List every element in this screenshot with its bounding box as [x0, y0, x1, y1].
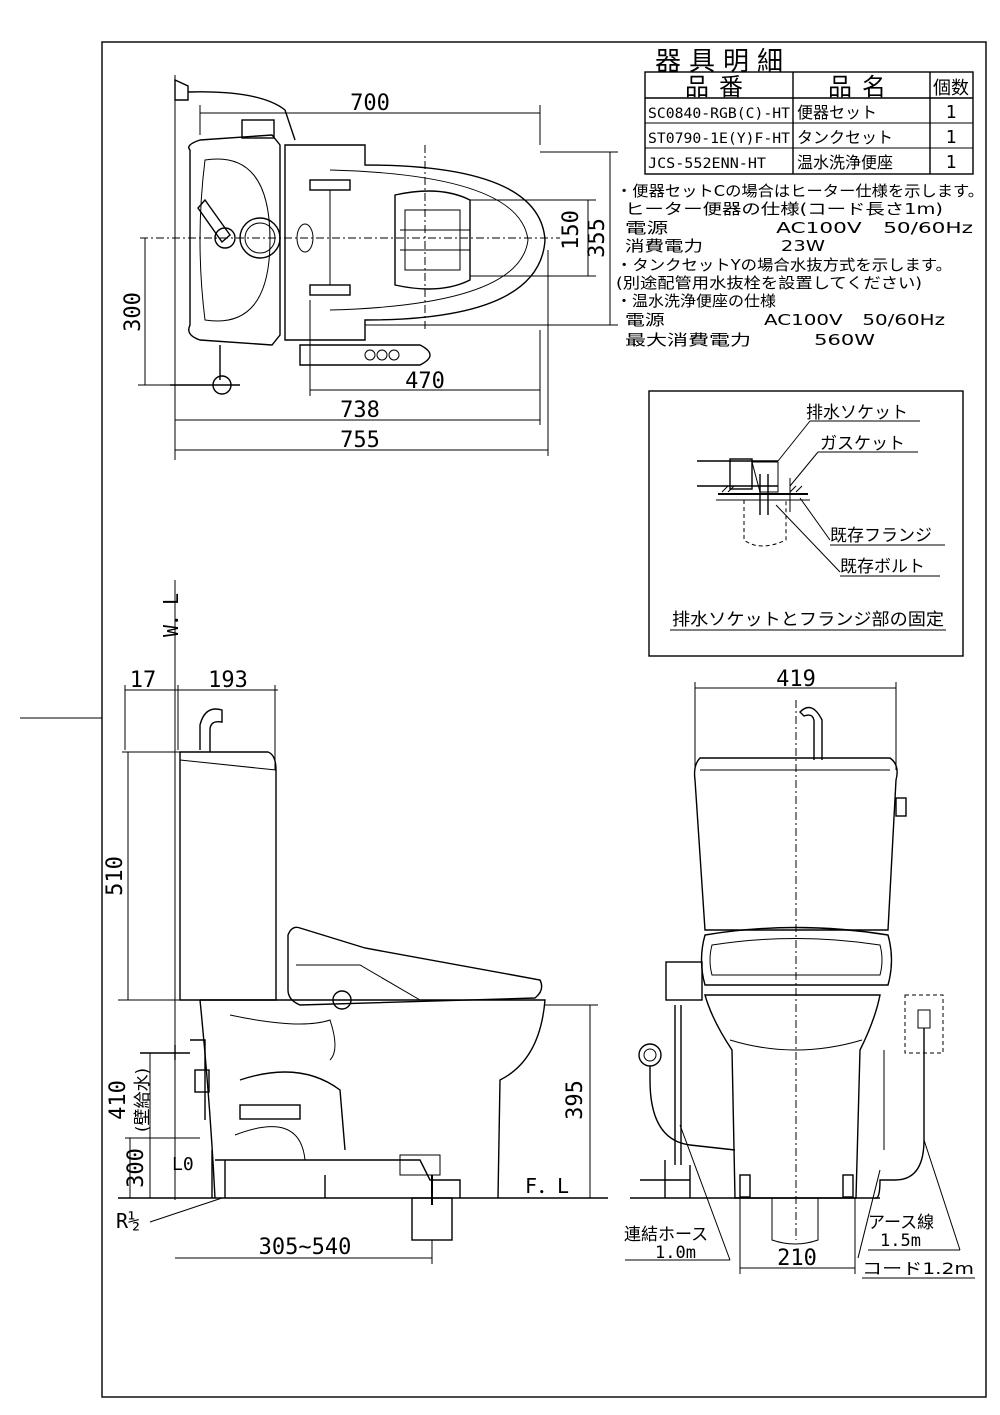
side-view: W．L 17 193 F．L — [103, 580, 608, 1264]
note-8: 電源 AC100V 50/60Hz — [625, 311, 945, 329]
dim-300-side: 300 — [124, 1148, 149, 1188]
dim-355: 355 — [585, 218, 610, 258]
note-7: ・温水洗浄便座の仕様 — [616, 292, 776, 310]
row-1-name: 便器セット — [797, 103, 877, 122]
dim-193: 193 — [208, 668, 248, 693]
label-wall-supply: (壁給水) — [133, 1068, 153, 1132]
drawing-frame — [101, 41, 987, 1398]
flange-detail: 排水ソケット ガスケット 既存フランジ 既存ボルト 排水ソケットとフランジ部の固… — [648, 390, 964, 657]
top-view: 700 150 355 300 470 738 755 — [121, 75, 618, 460]
label-socket: 排水ソケット — [806, 403, 908, 423]
label-cord: コード1.2m — [862, 1259, 974, 1278]
note-6: (別途配管用水抜栓を設置してください) — [616, 274, 922, 292]
detail-title: 排水ソケットとフランジ部の固定 — [672, 610, 944, 630]
row-3-code: JCS-552ENN-HT — [648, 156, 767, 172]
label-earth: アース線 — [868, 1213, 934, 1233]
front-view: 419 210 — [624, 667, 975, 1279]
label-fl: F．L — [525, 1174, 569, 1198]
label-bolt: 既存ボルト — [840, 557, 925, 577]
row-2-code: ST0790-1E(Y)F-HT — [648, 131, 791, 147]
dim-700: 700 — [350, 91, 390, 116]
dim-395: 395 — [563, 1080, 588, 1120]
label-l0: L0 — [172, 1154, 194, 1175]
note-9: 最大消費電力 560W — [625, 331, 875, 349]
label-wl: W．L — [159, 593, 183, 637]
dim-755: 755 — [340, 428, 380, 453]
dim-17: 17 — [130, 668, 157, 693]
dim-305-540: 305~540 — [259, 1235, 352, 1260]
label-gasket: ガスケット — [820, 434, 905, 454]
note-4: 消費電力 23W — [625, 237, 825, 255]
label-hose: 連結ホース — [624, 1225, 708, 1245]
row-3-qty: 1 — [946, 152, 957, 173]
parts-table: 器具明細 品番 品名 個数 SC0840-RGB(C)-HT 便器セット 1 S… — [644, 47, 974, 175]
note-2: ヒーター便器の仕様(コード長さ1m) — [625, 200, 943, 218]
dim-150: 150 — [559, 210, 584, 250]
dim-738: 738 — [340, 398, 380, 423]
dim-419: 419 — [776, 667, 816, 692]
note-3: 電源 AC100V 50/60Hz — [625, 219, 973, 237]
label-hose-length: 1.0m — [655, 1243, 696, 1263]
row-1-code: SC0840-RGB(C)-HT — [648, 106, 791, 122]
label-flange: 既存フランジ — [830, 526, 932, 546]
spec-notes: ・便器セットCの場合はヒーター仕様を示します。 ヒーター便器の仕様(コード長さ1… — [616, 182, 984, 349]
note-5: ・タンクセットYの場合水抜方式を示します。 — [616, 256, 952, 274]
row-2-name: タンクセット — [797, 128, 893, 147]
dim-470: 470 — [405, 369, 445, 394]
row-3-name: 温水洗浄便座 — [797, 153, 893, 172]
dim-410: 410 — [106, 1080, 131, 1120]
dim-510: 510 — [103, 856, 128, 896]
header-name: 品名 — [828, 73, 896, 101]
dim-300: 300 — [121, 292, 146, 332]
label-earth-length: 1.5m — [880, 1231, 921, 1251]
header-code: 品番 — [685, 73, 753, 101]
dim-210: 210 — [777, 1246, 817, 1271]
header-qty: 個数 — [933, 78, 969, 99]
label-r-half: R½ — [116, 1209, 140, 1233]
row-1-qty: 1 — [946, 102, 957, 123]
note-1: ・便器セットCの場合はヒーター仕様を示します。 — [616, 182, 984, 200]
row-2-qty: 1 — [946, 127, 957, 148]
